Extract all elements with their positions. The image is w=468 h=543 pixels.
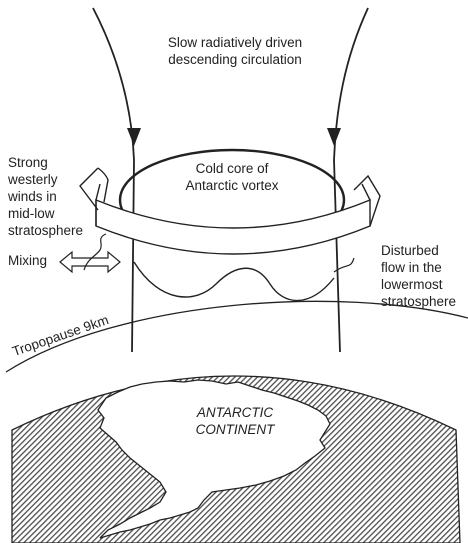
label-mixing: Mixing xyxy=(8,253,48,268)
tropopause-line xyxy=(5,300,468,373)
label-continent: ANTARCTIC CONTINENT xyxy=(195,405,275,437)
disturbed-flow-wave xyxy=(133,261,335,302)
mixing-arrow xyxy=(59,233,121,274)
label-disturbed-flow: Disturbed flow in the lowermost stratosp… xyxy=(381,243,457,309)
descending-circulation-arrows xyxy=(92,7,369,353)
westerly-wind-band xyxy=(79,167,381,255)
antarctic-continent xyxy=(97,379,331,539)
label-cold-core: Cold core of Antarctic vortex xyxy=(185,161,279,193)
label-westerly-winds: Strong westerly winds in mid-low stratos… xyxy=(8,155,84,238)
label-descending-circulation: Slow radiatively driven descending circu… xyxy=(167,35,303,67)
disturbed-flow-pointer xyxy=(333,257,355,273)
